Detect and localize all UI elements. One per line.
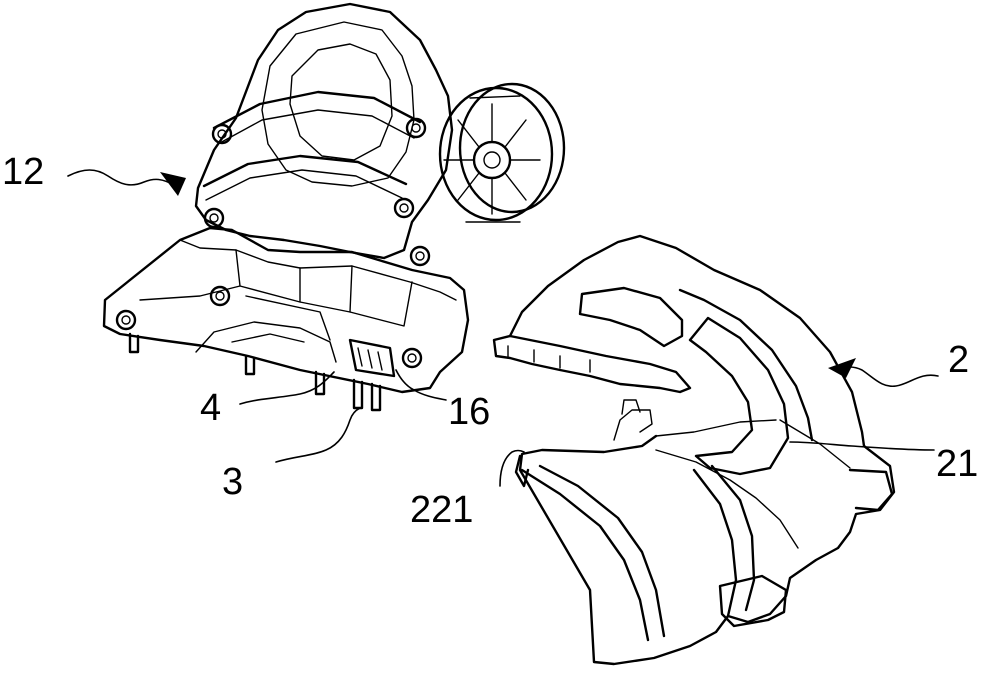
label-2: 2 [948,339,969,381]
arrowhead-2 [828,358,856,378]
label-3: 3 [222,461,243,503]
leader-221 [499,449,525,487]
guard [492,234,896,666]
leader-3 [275,407,361,463]
label-12: 12 [2,151,44,193]
leader-4 [239,371,335,405]
fan-wheel [438,82,566,223]
arrowhead-12 [160,172,186,196]
leader-21 [789,441,935,451]
label-221: 221 [410,489,473,531]
motor-housing [102,2,470,412]
label-4: 4 [200,387,221,429]
leader-16 [395,369,447,401]
leader-lines [67,169,939,487]
label-16: 16 [448,391,490,433]
leader-12 [67,169,177,187]
label-21: 21 [936,443,978,485]
